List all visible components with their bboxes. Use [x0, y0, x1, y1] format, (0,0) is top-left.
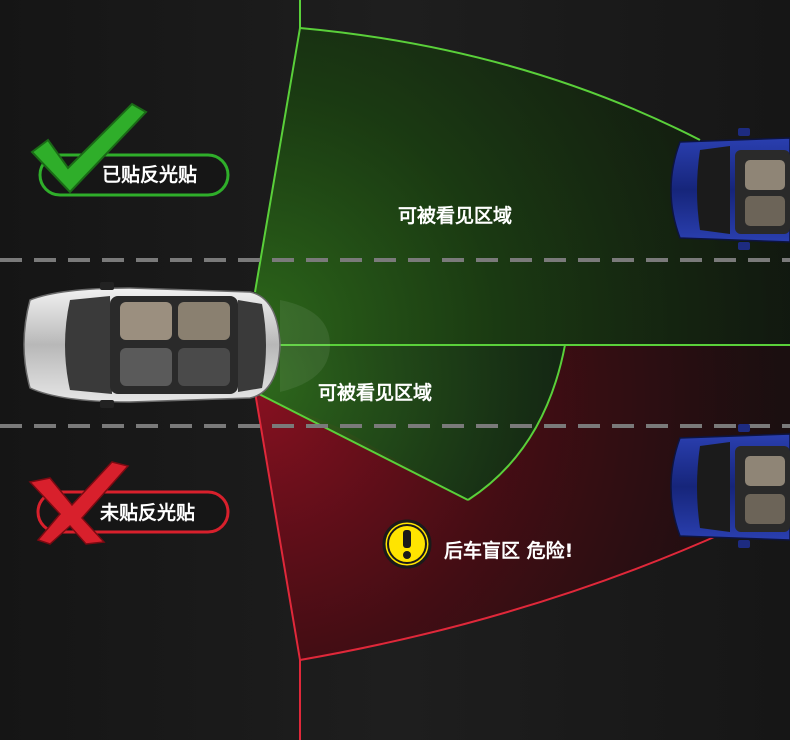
visible-zone-mid-arc	[467, 344, 566, 501]
exclamation-warning-icon	[382, 519, 432, 569]
silver-car-icon	[23, 282, 330, 408]
blue-car-icon	[670, 424, 790, 548]
danger-zone	[255, 345, 790, 660]
danger-zone-label: 后车盲区 危险!	[444, 540, 574, 562]
visible-zone-mid	[255, 345, 565, 500]
danger-zone-edge	[254, 391, 301, 661]
visible-zone-top-label: 可被看见区域	[398, 205, 513, 227]
visible-zone-top-arc	[299, 27, 701, 141]
visible-zone-top	[255, 28, 790, 345]
bad-badge-label: 未贴反光贴	[100, 502, 196, 524]
visible-zone-top-edge	[254, 27, 301, 293]
red-x-icon	[28, 461, 130, 545]
blue-car-icon	[670, 128, 790, 250]
bad-badge	[28, 461, 230, 545]
danger-zone-arc	[299, 529, 731, 661]
good-badge-label: 已贴反光贴	[102, 164, 198, 186]
green-checkmark-icon	[30, 102, 148, 194]
visible-zone-mid-edge	[254, 391, 469, 501]
good-badge	[30, 102, 230, 197]
visible-zone-mid-label: 可被看见区域	[318, 382, 433, 404]
